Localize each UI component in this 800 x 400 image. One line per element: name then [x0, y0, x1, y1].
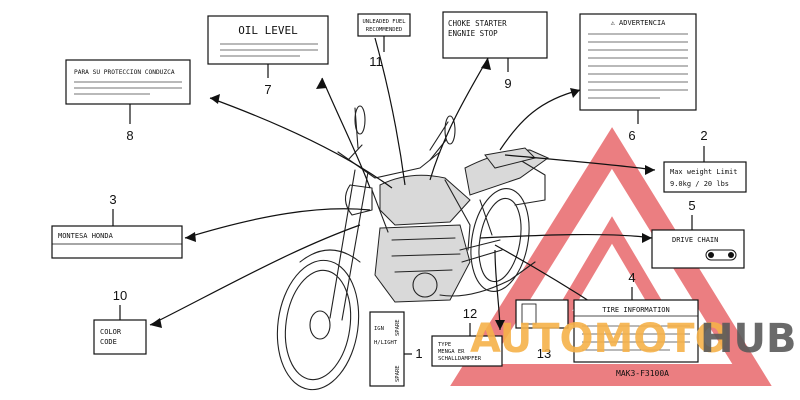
arrowheads	[150, 58, 655, 330]
label-6-number: 6	[628, 128, 635, 143]
label-11-line1: UNLEADED FUEL	[362, 19, 406, 25]
label-2-number: 2	[700, 128, 707, 143]
label-8-proteccion: PARA SU PROTECCION CONDUZCA 8	[65, 59, 191, 143]
watermark-text: AUTOMOTO HUB	[470, 316, 796, 362]
label-5-number: 5	[688, 198, 695, 213]
part-code: MAK3-F3100A	[616, 369, 669, 378]
label-7-oil-level: OIL LEVEL 7	[207, 15, 329, 97]
label-6-title: ⚠ ADVERTENCIA	[611, 19, 667, 27]
label-12-line2: MENGA ER	[438, 349, 465, 355]
label-12-line1: TYPE	[438, 342, 451, 348]
label-7-number: 7	[264, 82, 271, 97]
watermark-part2: HUB	[700, 316, 796, 362]
label-13: 13	[515, 299, 569, 361]
label-1-line1: IGN	[374, 326, 384, 332]
label-1-side-text-2: SPARE	[395, 365, 401, 382]
label-3-title: MONTESA HONDA	[58, 232, 114, 240]
label-4-number: 4	[628, 270, 635, 285]
label-7-title: OIL LEVEL	[238, 24, 298, 37]
label-3-montesa-honda: 3 MONTESA HONDA	[51, 192, 183, 259]
label-9-number: 9	[504, 76, 511, 91]
label-9-choke-starter: CHOKE STARTER ENGNIE STOP 9	[442, 11, 548, 91]
label-8-title: PARA SU PROTECCION CONDUZCA	[74, 69, 175, 76]
label-1-side-text: SPARE	[395, 319, 401, 336]
label-11-unleaded-fuel: UNLEADED FUEL RECOMMENDED 11	[357, 13, 411, 69]
label-13-number: 13	[537, 346, 551, 361]
label-6-advertencia: ⚠ ADVERTENCIA 6	[579, 13, 697, 143]
label-4-tire-information: 4 TIRE INFORMATION	[573, 270, 699, 363]
label-1-line2: H/LIGHT	[374, 340, 398, 346]
label-2-max-weight: 2 Max weight Limit 9.0kg / 20 lbs	[663, 128, 747, 193]
label-11-line2: RECOMMENDED	[366, 27, 402, 33]
label-2-line1: Max weight Limit	[670, 168, 737, 176]
label-5-title: DRIVE CHAIN	[672, 236, 718, 244]
leader-lines	[149, 37, 656, 331]
motorcycle-illustration	[276, 105, 550, 391]
watermark-part1: AUTOMOTO	[470, 316, 729, 362]
label-12-number: 12	[463, 306, 477, 321]
label-4-title: TIRE INFORMATION	[602, 306, 669, 314]
label-10-line2: CODE	[100, 338, 117, 346]
label-5-drive-chain: 5 DRIVE CHAIN	[651, 198, 745, 269]
label-11-number: 11	[369, 54, 383, 69]
label-8-number: 8	[126, 128, 133, 143]
label-10-number: 10	[113, 288, 127, 303]
label-1-fuse: IGN H/LIGHT SPARE SPARE 1	[369, 311, 423, 387]
label-10-color-code: 10 COLOR CODE	[93, 288, 147, 355]
chain-icon	[705, 249, 737, 261]
label-2-line2: 9.0kg / 20 lbs	[670, 180, 729, 188]
label-1-number: 1	[415, 346, 422, 361]
label-3-number: 3	[109, 192, 116, 207]
label-12-muffler-type: 12 TYPE MENGA ER SCHALLDAMPFER	[431, 306, 503, 367]
label-9-line2: ENGNIE STOP	[448, 29, 498, 38]
label-9-line1: CHOKE STARTER	[448, 19, 507, 28]
label-10-line1: COLOR	[100, 328, 122, 336]
label-12-line3: SCHALLDAMPFER	[438, 356, 482, 362]
